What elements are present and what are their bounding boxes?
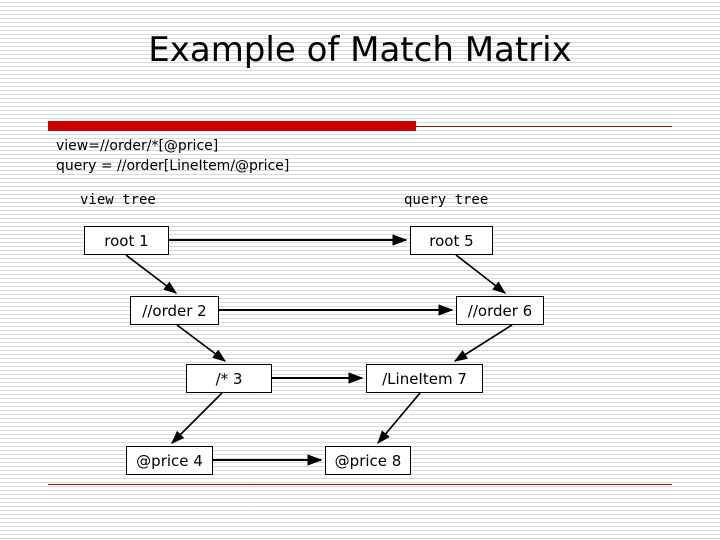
title-divider-accent-bar [48, 121, 416, 131]
query-tree-heading: query tree [404, 192, 489, 208]
view-tree-heading: view tree [80, 192, 156, 208]
edge-root5-to-order6 [455, 254, 507, 294]
query-node-order6: //order 6 [456, 296, 544, 325]
query-node-root5: root 5 [410, 226, 493, 255]
view-node-root1: root 1 [84, 226, 169, 255]
page-title: Example of Match Matrix [148, 30, 572, 70]
edge-star3-to-price4 [171, 392, 223, 444]
edge-line7-to-price8 [377, 392, 421, 445]
view-node-order2: //order 2 [130, 296, 219, 325]
view-node-star3: /* 3 [186, 364, 272, 393]
query-node-lineitem7: /LineItem 7 [366, 364, 483, 393]
query-node-price8: @price 8 [325, 446, 411, 475]
footer-divider-rule [48, 484, 672, 485]
view-node-price4: @price 4 [126, 446, 213, 475]
footer-divider-highlight [48, 486, 672, 487]
edge-order6-to-line7 [453, 324, 513, 362]
query-expression: query = //order[LineItem/@price] [56, 158, 290, 174]
view-expression: view=//order/*[@price] [56, 138, 219, 154]
edge-root1-to-order2 [125, 254, 178, 294]
edge-order2-to-star3 [176, 324, 227, 362]
